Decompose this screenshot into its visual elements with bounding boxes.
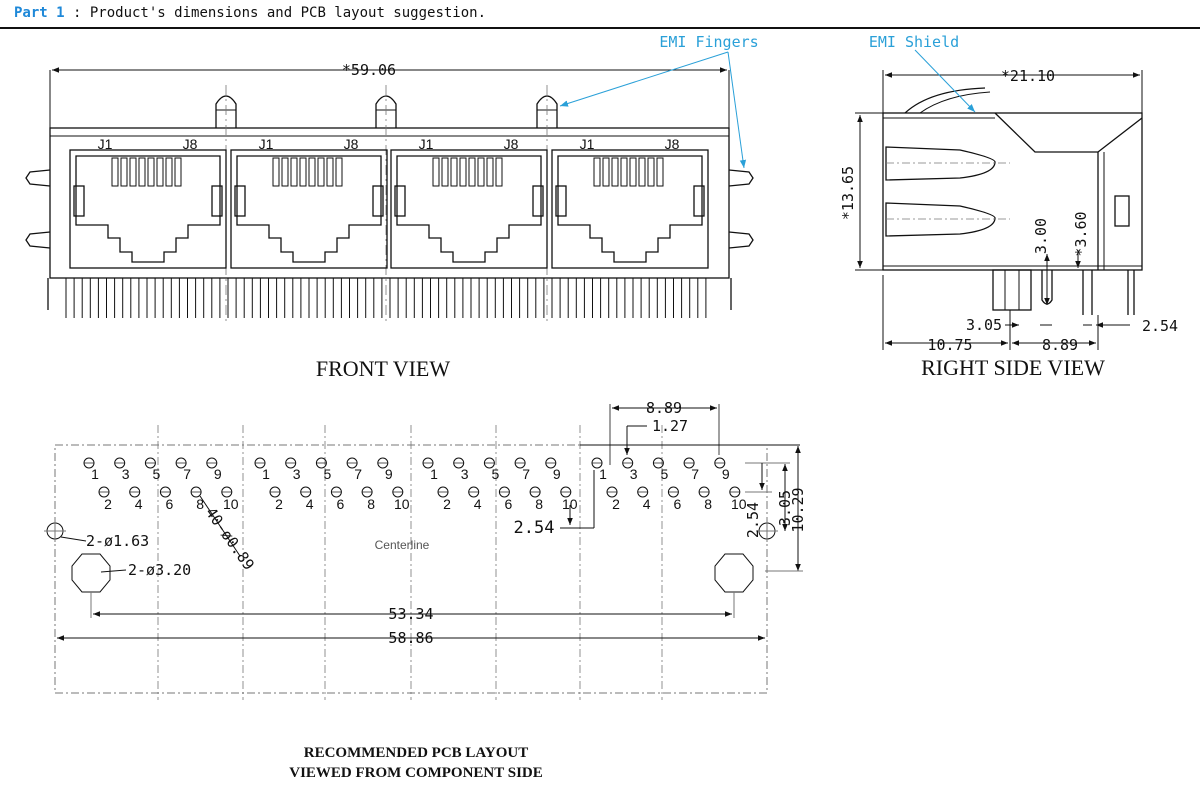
pcb-254-vertical-dim: 2.54 xyxy=(744,502,762,538)
pin-number: 6 xyxy=(674,496,682,512)
port-label-j8: J8 xyxy=(183,136,198,152)
pin-number: 7 xyxy=(691,466,699,482)
pin-number: 10 xyxy=(394,496,410,512)
pin-number: 10 xyxy=(562,496,578,512)
pin-number: 4 xyxy=(643,496,651,512)
pin-number: 6 xyxy=(337,496,345,512)
pin-number: 5 xyxy=(661,466,669,482)
side-305-dim: 3.05 xyxy=(966,316,1002,334)
side-300-dim: 3.00 xyxy=(1032,218,1050,254)
pin-number: 5 xyxy=(492,466,500,482)
pin-number: 3 xyxy=(122,466,130,482)
large-hole-dim: 2-ø3.20 xyxy=(128,561,191,579)
pin-number: 8 xyxy=(367,496,375,512)
pin-number: 9 xyxy=(214,466,222,482)
pin-hole-dim: 40-ø0.89 xyxy=(202,504,258,574)
pin-number: 1 xyxy=(430,466,438,482)
pcb-127-dim: 1.27 xyxy=(652,417,688,435)
pcb-pin-labels: 1 3 5 7 9 2 4 6 8 10 1 3 5 7 9 2 4 6 8 10 1 3 5 7 9 2 4 6 8 10 1 3 5 7 9 2 4… xyxy=(91,466,747,512)
centerline-label: Centerline xyxy=(375,538,430,552)
front-pins xyxy=(65,278,707,318)
pin-number: 7 xyxy=(354,466,362,482)
pcb-889-dim: 8.89 xyxy=(646,399,682,417)
pin-number: 5 xyxy=(324,466,332,482)
page-header: Part 1 : Product's dimensions and PCB la… xyxy=(14,5,486,21)
pin-number: 8 xyxy=(196,496,204,512)
pin-number: 4 xyxy=(135,496,143,512)
rj45-port xyxy=(230,149,388,269)
pcb-layout xyxy=(44,404,803,700)
pin-number: 7 xyxy=(522,466,530,482)
small-hole-dim: 2-ø1.63 xyxy=(86,532,149,550)
right-side-view xyxy=(855,70,1143,350)
side-360-dim: *3.60 xyxy=(1072,211,1090,256)
port-label-j1: J1 xyxy=(98,136,113,152)
pin-number: 4 xyxy=(306,496,314,512)
side-254-dim: 2.54 xyxy=(1142,317,1178,335)
pcb-5886-dim: 58.86 xyxy=(388,629,433,647)
emi-shield-label: EMI Shield xyxy=(869,33,959,51)
port-label-j1: J1 xyxy=(580,136,595,152)
pin-number: 9 xyxy=(385,466,393,482)
pcb-1029-dim: 10.29 xyxy=(789,487,807,532)
pcb-caption-line1: RECOMMENDED PCB LAYOUT xyxy=(304,745,528,761)
header-text: : Product's dimensions and PCB layout su… xyxy=(64,5,487,21)
pin-number: 7 xyxy=(183,466,191,482)
side-view-title: RIGHT SIDE VIEW xyxy=(921,355,1105,380)
pcb-pin-holes xyxy=(83,457,741,498)
pin-number: 8 xyxy=(704,496,712,512)
side-889-dim: 8.89 xyxy=(1042,336,1078,354)
header-rule xyxy=(0,27,1200,29)
pin-number: 10 xyxy=(223,496,239,512)
port-label-j8: J8 xyxy=(665,136,680,152)
pcb-305-dim: 3.05 xyxy=(776,490,794,526)
pin-number: 2 xyxy=(104,496,112,512)
pcb-5334-dim: 53.34 xyxy=(388,605,433,623)
front-view xyxy=(25,67,754,325)
pcb-caption-line2: VIEWED FROM COMPONENT SIDE xyxy=(289,765,543,781)
rj45-port xyxy=(551,149,709,269)
port-label-j1: J1 xyxy=(259,136,274,152)
pcb-254-dim: 2.54 xyxy=(514,518,555,538)
side-height-dim: *13.65 xyxy=(839,166,857,220)
pin-number: 2 xyxy=(275,496,283,512)
emi-fingers-label: EMI Fingers xyxy=(659,33,758,51)
part-label: Part 1 xyxy=(14,5,65,21)
port-label-j8: J8 xyxy=(504,136,519,152)
rj45-port xyxy=(390,149,548,269)
rj45-port xyxy=(69,149,227,269)
pin-number: 3 xyxy=(461,466,469,482)
port-labels: J1 J8 J1 J8 J1 J8 J1 J8 xyxy=(98,136,680,152)
rj45-ports xyxy=(69,149,709,269)
pin-number: 6 xyxy=(166,496,174,512)
side-1075-dim: 10.75 xyxy=(927,336,972,354)
callout-lines xyxy=(559,49,976,169)
pin-number: 8 xyxy=(535,496,543,512)
pin-number: 5 xyxy=(153,466,161,482)
port-label-j1: J1 xyxy=(419,136,434,152)
front-width-dim: *59.06 xyxy=(342,61,396,79)
pin-number: 2 xyxy=(612,496,620,512)
pin-number: 1 xyxy=(91,466,99,482)
pin-number: 1 xyxy=(599,466,607,482)
front-view-title: FRONT VIEW xyxy=(316,356,450,381)
pin-number: 2 xyxy=(443,496,451,512)
pin-number: 3 xyxy=(293,466,301,482)
port-label-j8: J8 xyxy=(344,136,359,152)
pin-number: 4 xyxy=(474,496,482,512)
pin-number: 9 xyxy=(553,466,561,482)
pin-number: 6 xyxy=(505,496,513,512)
side-depth-dim: *21.10 xyxy=(1001,67,1055,85)
pin-number: 1 xyxy=(262,466,270,482)
pin-number: 3 xyxy=(630,466,638,482)
pin-number: 9 xyxy=(722,466,730,482)
pin-number: 10 xyxy=(731,496,747,512)
